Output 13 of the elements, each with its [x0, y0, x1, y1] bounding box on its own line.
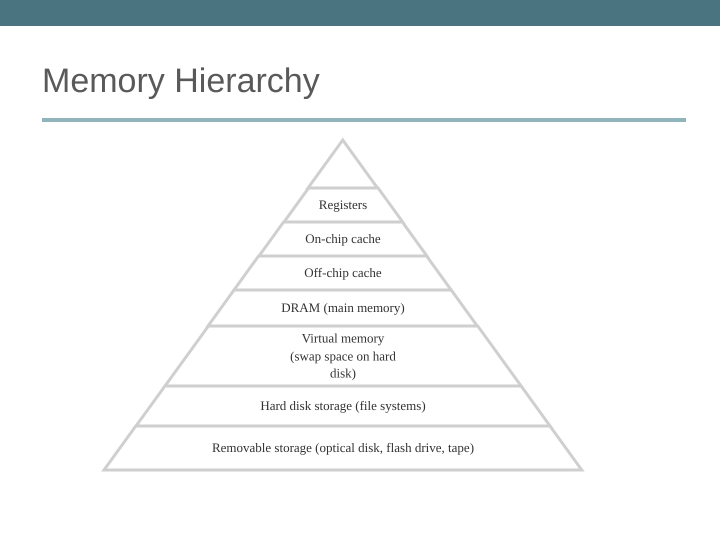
tier-label: DRAM (main memory): [280, 299, 406, 317]
tier-label: Virtual memory (swap space on hard disk): [289, 330, 397, 382]
tier-label: On-chip cache: [304, 230, 382, 248]
tier-label: Removable storage (optical disk, flash drive, tape): [210, 439, 476, 457]
pyramid-tier: [164, 326, 522, 386]
pyramid-tier: [259, 222, 427, 256]
pyramid-tier: [136, 386, 550, 426]
slide-title: Memory Hierarchy: [42, 62, 320, 101]
pyramid-tier: [234, 256, 452, 290]
pyramid-tier: [104, 426, 582, 470]
tier-label: Off-chip cache: [303, 264, 383, 282]
tier-label: Registers: [318, 196, 368, 214]
tier-label: Hard disk storage (file systems): [259, 397, 427, 415]
